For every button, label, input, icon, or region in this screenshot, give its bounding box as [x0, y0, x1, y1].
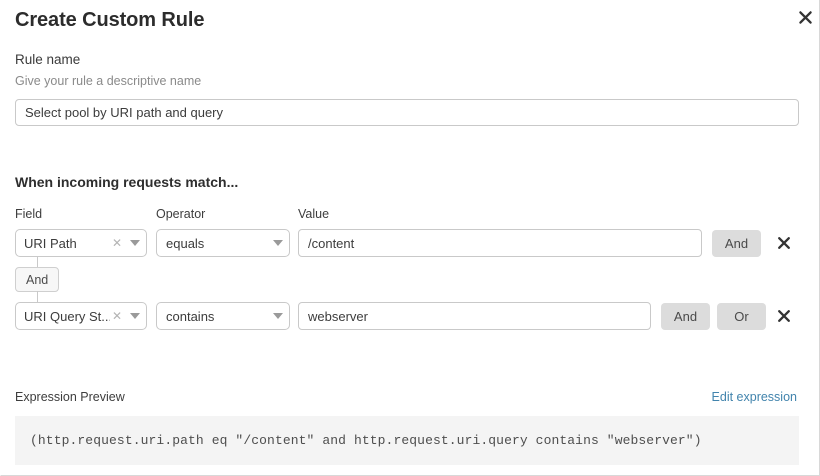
expression-preview-code: (http.request.uri.path eq "/content" and… [30, 433, 702, 448]
operator-select-label: contains [166, 308, 215, 324]
column-header-operator: Operator [156, 207, 206, 221]
logic-and-button[interactable]: And [712, 230, 761, 257]
expression-preview-box: (http.request.uri.path eq "/content" and… [15, 416, 799, 465]
operator-select-contains[interactable]: contains [156, 302, 290, 330]
close-icon-glyph [798, 10, 812, 24]
match-section-heading: When incoming requests match... [15, 174, 239, 190]
chevron-down-icon-glyph [130, 313, 140, 319]
close-icon [778, 310, 790, 322]
chevron-down-icon[interactable] [124, 313, 146, 319]
connector-line-bottom [37, 291, 38, 302]
chevron-down-icon-glyph [273, 240, 283, 246]
expression-preview-label: Expression Preview [15, 390, 125, 404]
chevron-down-icon[interactable] [267, 240, 289, 246]
delete-condition-button[interactable] [772, 229, 796, 257]
chevron-down-icon-glyph [273, 313, 283, 319]
rule-name-input[interactable] [15, 99, 799, 126]
chevron-down-icon-glyph [130, 240, 140, 246]
field-select-label: URI Query St... [24, 308, 110, 324]
logic-or-button[interactable]: Or [717, 303, 766, 330]
close-icon [778, 237, 790, 249]
field-select-label: URI Path [24, 235, 77, 251]
value-input[interactable] [298, 302, 651, 330]
operator-select-label: equals [166, 235, 205, 251]
rule-name-help-text: Give your rule a descriptive name [15, 74, 202, 88]
chevron-down-icon[interactable] [124, 240, 146, 246]
connector-logic-badge-and[interactable]: And [15, 267, 60, 292]
field-select-uri-query-string[interactable]: URI Query St... ✕ [15, 302, 147, 330]
dialog-title: Create Custom Rule [15, 9, 205, 31]
field-select-uri-path[interactable]: URI Path ✕ [15, 229, 147, 257]
close-small-icon[interactable]: ✕ [111, 236, 123, 250]
value-input[interactable] [298, 229, 702, 257]
operator-select-equals[interactable]: equals [156, 229, 290, 257]
connector-line-top [37, 257, 38, 268]
delete-condition-button[interactable] [772, 302, 796, 330]
close-small-icon[interactable]: ✕ [111, 309, 123, 323]
column-header-field: Field [15, 207, 43, 221]
column-header-value: Value [298, 207, 330, 221]
rule-name-label: Rule name [15, 52, 81, 67]
close-icon[interactable] [794, 6, 816, 28]
edit-expression-link[interactable]: Edit expression [711, 390, 797, 404]
logic-and-button[interactable]: And [661, 303, 710, 330]
chevron-down-icon[interactable] [267, 313, 289, 319]
